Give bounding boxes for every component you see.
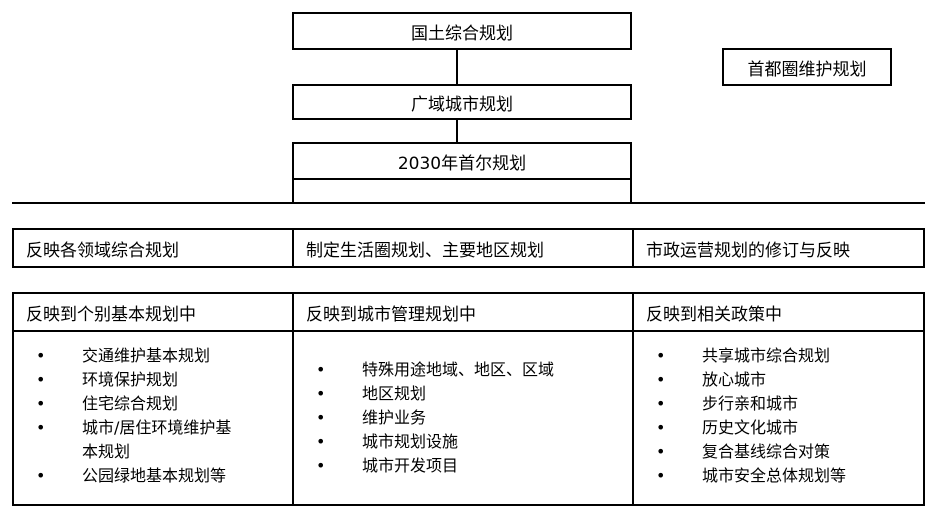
bullet-icon: • bbox=[316, 360, 326, 379]
bullet-icon: • bbox=[36, 346, 46, 365]
list-item: •城市/居住环境维护基 bbox=[36, 416, 231, 440]
row2-left-cell: 反映各领域综合规划 bbox=[12, 228, 294, 268]
seoul-2030-plan-label: 2030年首尔规划 bbox=[397, 153, 527, 174]
bullet-icon: • bbox=[36, 466, 46, 485]
list-item: •交通维护基本规划 bbox=[36, 344, 231, 368]
connector-line bbox=[456, 120, 458, 142]
list-item: •城市开发项目 bbox=[316, 454, 554, 478]
list-item: •环境保护规划 bbox=[36, 368, 231, 392]
branch-line bbox=[12, 202, 925, 204]
list-item: •城市安全总体规划等 bbox=[656, 464, 846, 488]
list-item: •公园绿地基本规划等 bbox=[36, 464, 231, 488]
row2-right-cell: 市政运营规划的修订与反映 bbox=[632, 228, 925, 268]
bullet-icon: • bbox=[36, 394, 46, 413]
right-list: •共享城市综合规划 •放心城市 •步行亲和城市 •历史文化城市 •复合基线综合对… bbox=[656, 344, 846, 488]
list-item: •地区规划 bbox=[316, 382, 554, 406]
bullet-icon: • bbox=[656, 394, 666, 413]
list-item: •住宅综合规划 bbox=[36, 392, 231, 416]
row3-right-body-cell: •共享城市综合规划 •放心城市 •步行亲和城市 •历史文化城市 •复合基线综合对… bbox=[632, 330, 925, 506]
bullet-icon: • bbox=[316, 408, 326, 427]
bullet-icon: • bbox=[316, 384, 326, 403]
row2-middle-cell: 制定生活圈规划、主要地区规划 bbox=[292, 228, 634, 268]
left-list: •交通维护基本规划 •环境保护规划 •住宅综合规划 •城市/居住环境维护基 本规… bbox=[36, 344, 231, 488]
row3-middle-body-cell: •特殊用途地域、地区、区域 •地区规划 •维护业务 •城市规划设施 •城市开发项… bbox=[292, 330, 634, 506]
list-item: •城市规划设施 bbox=[316, 430, 554, 454]
row3-right-header: 反映到相关政策中 bbox=[646, 304, 782, 325]
branch-connector bbox=[292, 180, 632, 204]
row3-left-header-cell: 反映到个别基本规划中 bbox=[12, 292, 294, 332]
list-item: •复合基线综合对策 bbox=[656, 440, 846, 464]
list-item: •历史文化城市 bbox=[656, 416, 846, 440]
row3-right-header-cell: 反映到相关政策中 bbox=[632, 292, 925, 332]
capital-region-plan-box: 首都圈维护规划 bbox=[722, 48, 892, 86]
national-plan-label: 国土综合规划 bbox=[411, 23, 513, 44]
national-plan-box: 国土综合规划 bbox=[292, 12, 632, 50]
bullet-icon: • bbox=[656, 466, 666, 485]
capital-region-plan-label: 首都圈维护规划 bbox=[747, 59, 867, 80]
connector-line bbox=[456, 50, 458, 84]
row3-middle-header: 反映到城市管理规划中 bbox=[306, 304, 476, 325]
list-item: •共享城市综合规划 bbox=[656, 344, 846, 368]
list-item: •步行亲和城市 bbox=[656, 392, 846, 416]
bullet-icon: • bbox=[656, 346, 666, 365]
row3-left-header: 反映到个别基本规划中 bbox=[26, 304, 196, 325]
bullet-icon: • bbox=[36, 370, 46, 389]
list-item: •特殊用途地域、地区、区域 bbox=[316, 358, 554, 382]
bullet-icon: • bbox=[36, 418, 46, 437]
list-item: •放心城市 bbox=[656, 368, 846, 392]
middle-list: •特殊用途地域、地区、区域 •地区规划 •维护业务 •城市规划设施 •城市开发项… bbox=[316, 358, 554, 478]
bullet-icon: • bbox=[656, 442, 666, 461]
metro-plan-box: 广域城市规划 bbox=[292, 84, 632, 120]
bullet-icon: • bbox=[656, 370, 666, 389]
metro-plan-label: 广域城市规划 bbox=[411, 94, 513, 115]
row2-middle-label: 制定生活圈规划、主要地区规划 bbox=[306, 240, 544, 261]
bullet-icon: • bbox=[316, 456, 326, 475]
row2-right-label: 市政运营规划的修订与反映 bbox=[646, 240, 850, 261]
seoul-2030-plan-box: 2030年首尔规划 bbox=[292, 142, 632, 180]
row3-left-body-cell: •交通维护基本规划 •环境保护规划 •住宅综合规划 •城市/居住环境维护基 本规… bbox=[12, 330, 294, 506]
row2-left-label: 反映各领域综合规划 bbox=[26, 240, 179, 261]
list-item: •维护业务 bbox=[316, 406, 554, 430]
bullet-icon: • bbox=[656, 418, 666, 437]
bullet-icon: • bbox=[316, 432, 326, 451]
list-item-continuation: 本规划 bbox=[82, 442, 131, 461]
row3-middle-header-cell: 反映到城市管理规划中 bbox=[292, 292, 634, 332]
